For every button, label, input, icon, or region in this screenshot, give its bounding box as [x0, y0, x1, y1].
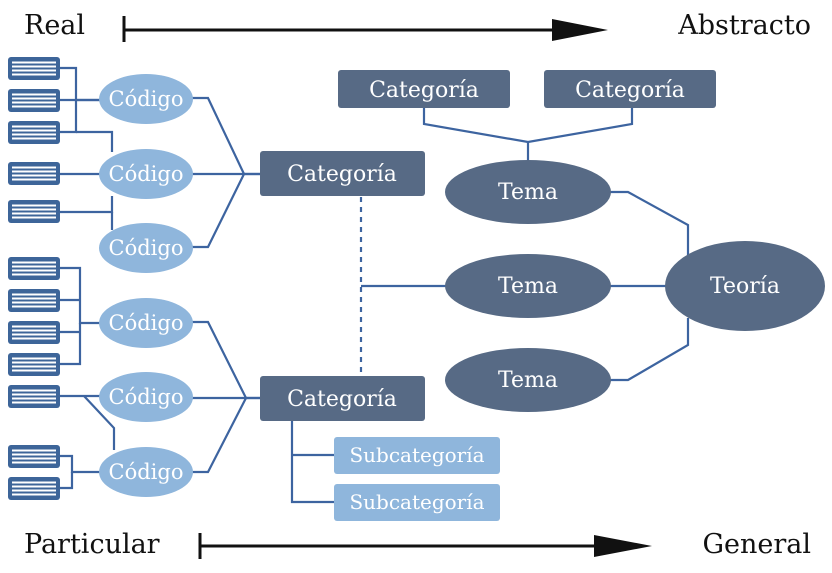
code-node: Código [99, 298, 193, 348]
code-node-label: Código [109, 385, 184, 409]
document-lines-icon [8, 57, 60, 80]
theory-node: Teoría [665, 241, 825, 331]
category-node: Categoría [338, 70, 510, 108]
document-lines-icon [8, 89, 60, 112]
bottom-axis-arrow [198, 533, 652, 559]
document-lines-icon [8, 477, 60, 500]
document-lines-icon [8, 121, 60, 144]
document-lines-icon [8, 385, 60, 408]
theme-nodes: Tema Tema Tema [445, 160, 611, 412]
document-lines-icon [8, 321, 60, 344]
subcategory-node: Subcategoría [334, 484, 500, 521]
connector-lines [60, 66, 690, 504]
theme-node-label: Tema [498, 180, 558, 205]
document-lines-icon [8, 257, 60, 280]
code-node: Código [99, 223, 193, 273]
category-node: Categoría [260, 376, 425, 421]
category-node: Categoría [544, 70, 716, 108]
code-nodes: Código Código Código Código Código Códig… [99, 74, 193, 497]
theme-node-label: Tema [498, 368, 558, 393]
category-node-label: Categoría [287, 387, 397, 412]
theme-node: Tema [445, 348, 611, 412]
category-node-label: Categoría [287, 162, 397, 187]
subcategory-node: Subcategoría [334, 437, 500, 474]
category-node-label: Categoría [369, 78, 479, 103]
document-lines-icon [8, 162, 60, 185]
theme-node: Tema [445, 160, 611, 224]
code-node-label: Código [109, 311, 184, 335]
theme-node: Tema [445, 254, 611, 318]
code-node-label: Código [109, 162, 184, 186]
document-lines-icon [8, 289, 60, 312]
theory-node-label: Teoría [710, 274, 780, 299]
code-node-label: Código [109, 236, 184, 260]
category-node-label: Categoría [575, 78, 685, 103]
code-node-label: Código [109, 87, 184, 111]
theme-node-label: Tema [498, 274, 558, 299]
code-node: Código [99, 149, 193, 199]
code-node-label: Código [109, 460, 184, 484]
code-node: Código [99, 74, 193, 124]
subcategory-node-label: Subcategoría [349, 443, 484, 467]
subcategory-nodes: Subcategoría Subcategoría [334, 437, 500, 521]
document-lines-icon [8, 200, 60, 223]
axis-label-particular: Particular [24, 529, 160, 560]
category-node: Categoría [260, 151, 425, 196]
axis-label-general: General [702, 529, 811, 560]
document-icons [8, 57, 60, 500]
document-lines-icon [8, 353, 60, 376]
document-lines-icon [8, 445, 60, 468]
axis-label-abstracto: Abstracto [677, 10, 811, 41]
subcategory-node-label: Subcategoría [349, 490, 484, 514]
category-nodes: Categoría Categoría Categoría Categoría [260, 70, 716, 421]
code-node: Código [99, 447, 193, 497]
top-axis-arrow [122, 16, 608, 42]
code-node: Código [99, 372, 193, 422]
axis-label-real: Real [24, 10, 85, 41]
